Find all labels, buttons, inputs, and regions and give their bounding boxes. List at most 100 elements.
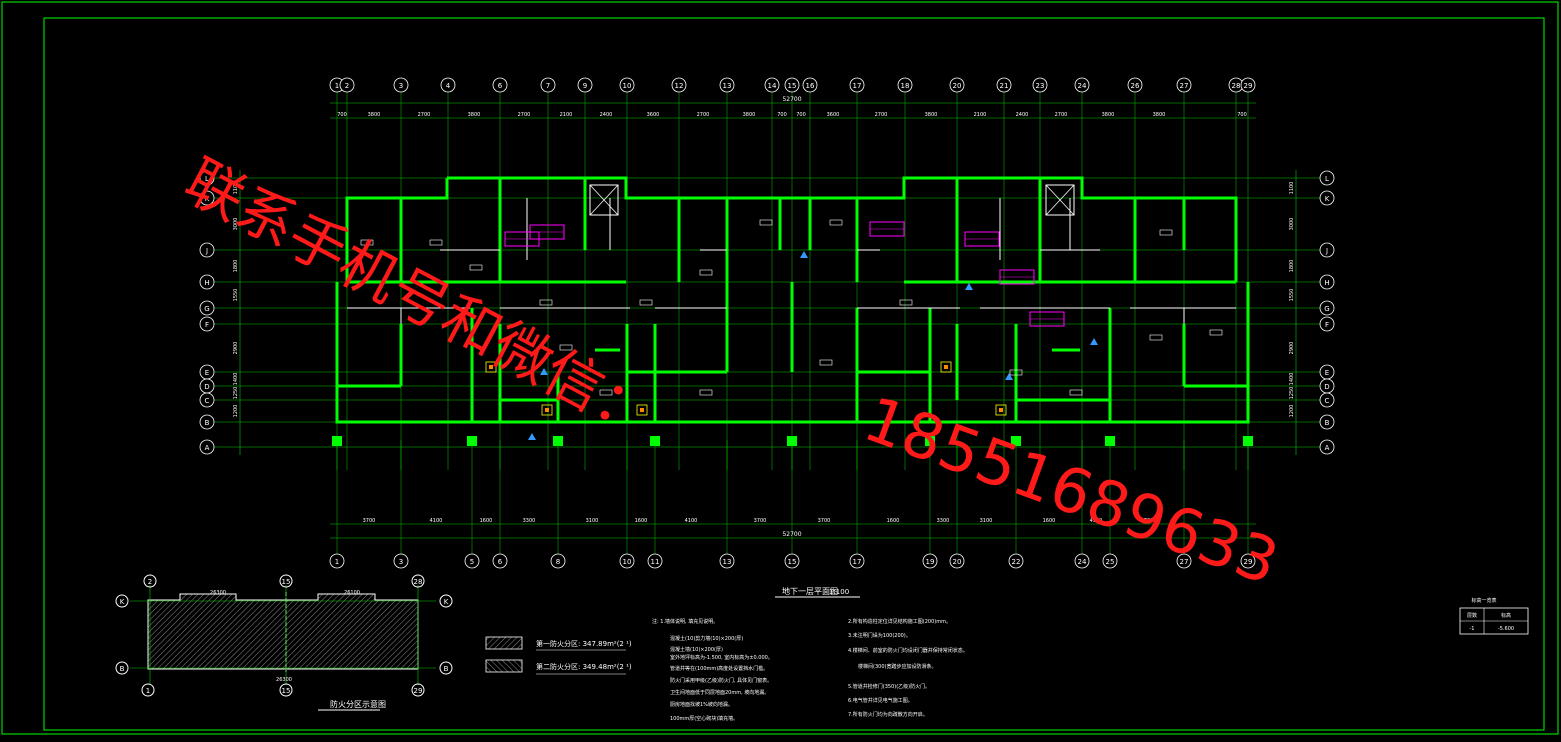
dim-bottom: 3300 (937, 518, 950, 524)
dim-top: 2400 (1016, 112, 1029, 118)
dim-left: 3000 (233, 218, 239, 231)
dim-top: 2700 (697, 112, 710, 118)
dim-top: 3800 (925, 112, 938, 118)
axis-label-bottom: 19 (926, 558, 935, 566)
axis-bubble-top (1176, 77, 1192, 93)
axis-bubble-bottom (1008, 553, 1024, 569)
axis-label-top: 29 (1244, 82, 1253, 90)
axis-label-bottom: 17 (853, 558, 862, 566)
row-bubble-left (199, 300, 215, 316)
elevator-x2-1 (1045, 184, 1075, 216)
dim-bottom: 1600 (480, 518, 493, 524)
row-bubble-right (1319, 190, 1335, 206)
dim-bottom: 4100 (430, 518, 443, 524)
column-6 (1011, 436, 1021, 446)
key-dim-top-2: 26100 (344, 590, 360, 596)
row-bubble-right (1319, 414, 1335, 430)
axis-bubble-top (719, 77, 735, 93)
dim-top: 2700 (518, 112, 531, 118)
axis-label-top: 10 (623, 82, 632, 90)
axis-label-bottom: 13 (723, 558, 732, 566)
dim-top: 700 (796, 112, 806, 118)
axis-label-top: 27 (1180, 82, 1189, 90)
note-2-6: 7.所有防火门均为向疏散方向开启。 (848, 711, 928, 718)
note-1-3: 室外地坪标高为-1.500, 室内标高为±0.000。 (670, 654, 773, 661)
axis-label-bottom: 11 (651, 558, 660, 566)
dim-right: 1100 (1289, 182, 1295, 195)
dim-left: 1250 (233, 387, 239, 400)
axis-label-top: 17 (853, 82, 862, 90)
axis-label-bottom: 1 (335, 558, 339, 566)
row-label-right: H (1324, 279, 1329, 287)
axis-bubble-top (849, 77, 865, 93)
row-bubble-left (199, 316, 215, 332)
note-2-5: 6.电气管井详见电气施工图。 (848, 697, 913, 704)
room-tag-11 (1159, 229, 1173, 236)
legend: 第一防火分区: 347.89m²(2 ¹) 第二防火分区: 349.48m²(2… (485, 636, 632, 675)
row-label-left: L (205, 175, 209, 183)
overall-dim-bottom: 52700 (782, 531, 801, 538)
dim-bottom: 3100 (980, 518, 993, 524)
row-label-left: J (205, 247, 208, 255)
axis-label-bottom: 25 (1106, 558, 1115, 566)
axis-bubble-bottom (647, 553, 663, 569)
row-bubble-left (199, 170, 215, 186)
axis-label-top: 12 (675, 82, 684, 90)
row-label-right: A (1325, 444, 1330, 452)
dim-right: 3000 (1289, 218, 1295, 231)
room-tag-8 (829, 219, 843, 226)
row-bubble-right (1319, 392, 1335, 408)
axis-label-top: 18 (901, 82, 910, 90)
key-row-b-left-label: B (120, 665, 125, 673)
dim-bottom: 4100 (685, 518, 698, 524)
note-2-0: 2.所有构造柱定位详见结构施工图(200)mm。 (848, 618, 951, 625)
dim-top: 3800 (1102, 112, 1115, 118)
axis-bubble-top (949, 77, 965, 93)
axis-label-top: 15 (788, 82, 797, 90)
room-tag-5 (639, 299, 653, 306)
shaft-box-0 (485, 361, 497, 373)
row-bubble-right (1319, 439, 1335, 455)
key-plan-zone-1 (147, 593, 419, 670)
drawing-scale: 1:100 (829, 588, 849, 596)
key-axis-top-b-label: 15 (282, 578, 291, 586)
axis-bubble-bottom (619, 553, 635, 569)
row-label-left: A (205, 444, 210, 452)
dim-top: 700 (777, 112, 787, 118)
room-tag-16 (599, 389, 613, 396)
legend-label-1: 第一防火分区: 347.89m²(2 ¹) (536, 639, 632, 648)
dim-bottom: 4100 (1090, 518, 1103, 524)
row-label-left: B (205, 419, 210, 427)
blue-marker-4 (540, 368, 548, 375)
dim-left: 1550 (233, 289, 239, 302)
axis-label-top: 23 (1036, 82, 1045, 90)
row-label-right: D (1324, 383, 1329, 391)
axis-bubble-top (577, 77, 593, 93)
dim-top: 3800 (468, 112, 481, 118)
row-label-right: E (1325, 369, 1329, 377)
row-bubble-left (199, 414, 215, 430)
walls-group (332, 176, 1253, 446)
axis-label-bottom: 3 (399, 558, 403, 566)
room-tag-6 (699, 269, 713, 276)
detail-group (360, 184, 1223, 440)
room-tag-10 (1009, 369, 1023, 376)
note-1-6: 卫生间地面低于同层地面20mm, 坡向地漏。 (670, 689, 769, 696)
row-bubble-right (1319, 274, 1335, 290)
key-row-k-right (439, 594, 453, 608)
note-1-4: 管道井等在(100mm)高度处设置挡水门槛。 (670, 665, 768, 672)
axis-bubble-top (671, 77, 687, 93)
key-axis-top-c-label: 28 (414, 578, 423, 586)
room-tag-12 (1209, 329, 1223, 336)
axis-label-top: 9 (583, 82, 587, 90)
dim-top: 3800 (368, 112, 381, 118)
wall-2 (335, 282, 1250, 424)
axis-bubble-bottom (949, 553, 965, 569)
dim-top: 3800 (1153, 112, 1166, 118)
axis-bubble-bottom (1102, 553, 1118, 569)
key-dim-bottom: 26300 (276, 677, 292, 683)
row-label-left: K (205, 195, 210, 203)
axis-bubble-bottom (329, 553, 345, 569)
